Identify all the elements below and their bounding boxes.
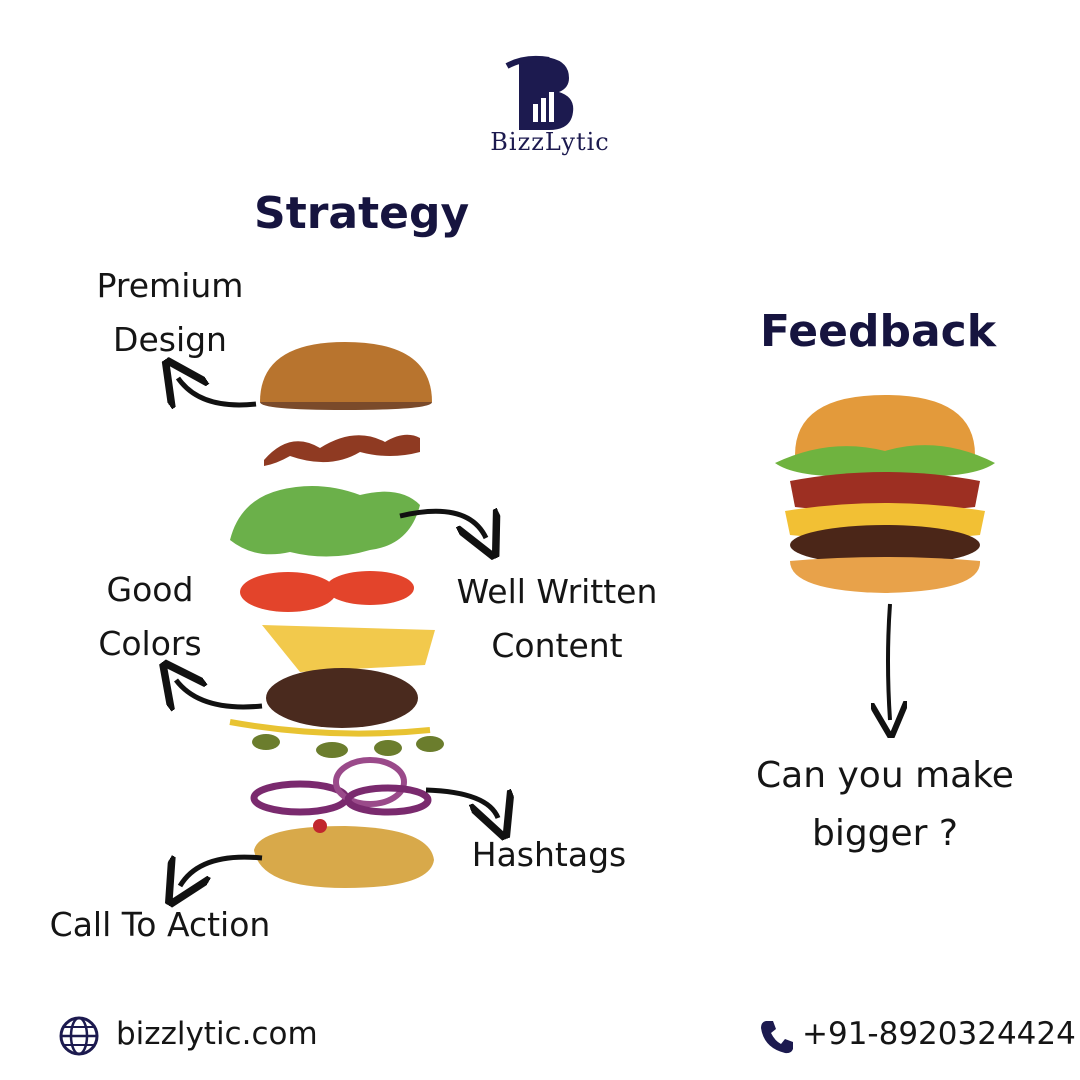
phone-icon	[761, 1021, 793, 1054]
label-good-colors: Good Colors	[80, 563, 220, 671]
label-well-line1: Well Written	[456, 572, 658, 611]
label-good-line2: Colors	[98, 624, 202, 663]
label-well-line2: Content	[491, 626, 623, 665]
burger-layers-illustration	[229, 342, 444, 888]
label-premium-design: Premium Design	[82, 259, 258, 367]
complete-burger-illustration	[775, 395, 995, 593]
label-good-line1: Good	[106, 570, 194, 609]
phone-number[interactable]: +91-8920324424	[802, 1016, 1076, 1052]
label-premium-line1: Premium	[96, 266, 244, 305]
globe-icon	[59, 1016, 99, 1056]
feedback-answer-line1: Can you make	[756, 755, 1014, 796]
label-well-written-content: Well Written Content	[442, 565, 672, 673]
feedback-answer-line2: bigger ?	[811, 813, 959, 854]
label-premium-line2: Design	[113, 320, 227, 359]
strategy-heading: Strategy	[254, 188, 470, 239]
bizzlytic-logo	[505, 55, 574, 130]
label-hashtags: Hashtags	[471, 835, 627, 874]
feedback-heading: Feedback	[760, 306, 996, 357]
label-call-to-action: Call To Action	[49, 905, 271, 944]
brand-name: BizzLytic	[490, 128, 610, 156]
feedback-answer: Can you make bigger ?	[745, 747, 1025, 863]
website-link[interactable]: bizzlytic.com	[116, 1016, 318, 1052]
